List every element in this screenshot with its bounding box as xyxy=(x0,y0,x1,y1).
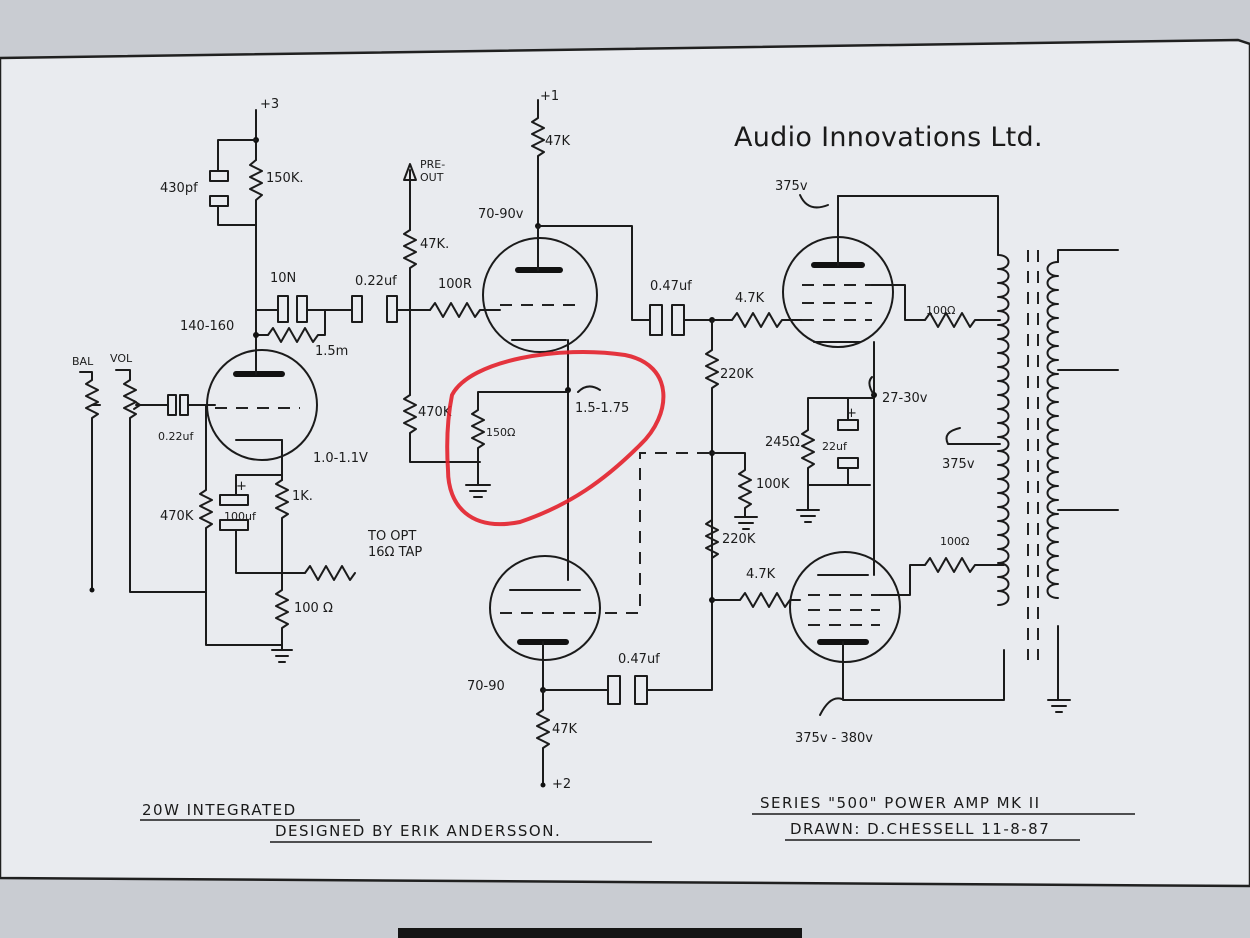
company-name: Audio Innovations Ltd. xyxy=(734,122,1043,153)
input-stage: +3 150K. 430pf 10N 1.5m 140-160 1.0-1.1V xyxy=(72,97,422,663)
r-150k-label: 150K. xyxy=(266,171,303,186)
vol-label: VOL xyxy=(110,352,133,365)
pre-out-label: PRE- xyxy=(420,158,445,171)
bal-label: BAL xyxy=(72,355,94,368)
c-10n-label: 10N xyxy=(270,271,296,286)
supply-label-left: +3 xyxy=(260,97,279,112)
r-220k-bottom-label: 220K xyxy=(722,532,756,547)
tube-v3 xyxy=(489,555,601,661)
tube-v2 xyxy=(482,237,598,353)
title-left-2: DESIGNED BY ERIK ANDERSSON. xyxy=(275,822,561,840)
r-47k-top-label: 47K xyxy=(545,134,571,149)
supply-label-bottom: +2 xyxy=(552,777,571,792)
tube-v5 xyxy=(789,551,901,663)
r-1k-label: 1K. xyxy=(292,489,313,504)
r-245-label: 245Ω xyxy=(765,435,800,450)
paper-sheet xyxy=(0,38,1250,888)
c-430pf-label: 430pf xyxy=(160,181,198,196)
supply-label-mid: +1 xyxy=(540,89,559,104)
c-0-47uf-bottom-label: 0.47uf xyxy=(618,652,660,667)
bottom-black-bar xyxy=(398,928,802,938)
r-470k-left-label: 470K xyxy=(160,509,194,524)
v-375-top-label: 375v xyxy=(775,179,808,194)
r-100r-label: 100R xyxy=(438,277,472,292)
c-0-22uf-in-label: 0.22uf xyxy=(158,430,194,443)
tube-v1 xyxy=(206,349,318,461)
title-right-2: DRAWN: D.CHESSELL 11-8-87 xyxy=(790,820,1050,838)
pre-out-label-2: OUT xyxy=(420,171,444,184)
r-1-5m-label: 1.5m xyxy=(315,344,348,359)
r-220k-top-label: 220K xyxy=(720,367,754,382)
r-100-screen-bottom-label: 100Ω xyxy=(940,535,969,548)
title-right-1: SERIES "500" POWER AMP MK II xyxy=(760,794,1041,812)
title-left-1: 20W INTEGRATED xyxy=(142,801,297,819)
v-cathode-label: 1.0-1.1V xyxy=(313,451,368,466)
tap-label: 16Ω TAP xyxy=(368,545,422,560)
r-470k-mid-label: 470K xyxy=(418,405,452,420)
r-47k-bottom-label: 47K xyxy=(552,722,578,737)
r-100-label: 100 Ω xyxy=(294,601,333,616)
svg-text:+: + xyxy=(846,406,857,421)
output-transformer xyxy=(997,249,1119,713)
r-100k-label: 100K xyxy=(756,477,790,492)
svg-text:+: + xyxy=(236,479,247,494)
v-27-30-label: 27-30v xyxy=(882,391,928,406)
r-150-label: 150Ω xyxy=(486,426,515,439)
v-375-ct-label: 375v xyxy=(942,457,975,472)
output-stage: 0.47uf 4.7K 220K 100K 220K 4.7K 375v xyxy=(649,179,1119,746)
v-70-90-top-label: 70-90v xyxy=(478,207,524,222)
c-100uf-label: 100uf xyxy=(224,510,257,523)
c-0-22uf-pre-label: 0.22uf xyxy=(355,274,397,289)
r-4-7k-top-label: 4.7K xyxy=(735,291,765,306)
v-70-90-bottom-label: 70-90 xyxy=(467,679,505,694)
v-375-bottom-label: 375v - 380v xyxy=(795,731,873,746)
red-annotation-circle xyxy=(445,349,666,526)
r-4-7k-bottom-label: 4.7K xyxy=(746,567,776,582)
v-140-160-label: 140-160 xyxy=(180,319,234,334)
r-100-screen-top-label: 100Ω xyxy=(926,304,955,317)
r-47k-pre-label: 47K. xyxy=(420,237,449,252)
v-1-5-label: 1.5-1.75 xyxy=(575,401,629,416)
c-0-47uf-top-label: 0.47uf xyxy=(650,279,692,294)
phase-splitter: PRE- OUT 47K. 0.22uf 470K 100R +1 47K 70… xyxy=(355,89,713,792)
to-opt-label: TO OPT xyxy=(367,529,416,544)
c-22uf-label: 22uf xyxy=(822,440,848,453)
